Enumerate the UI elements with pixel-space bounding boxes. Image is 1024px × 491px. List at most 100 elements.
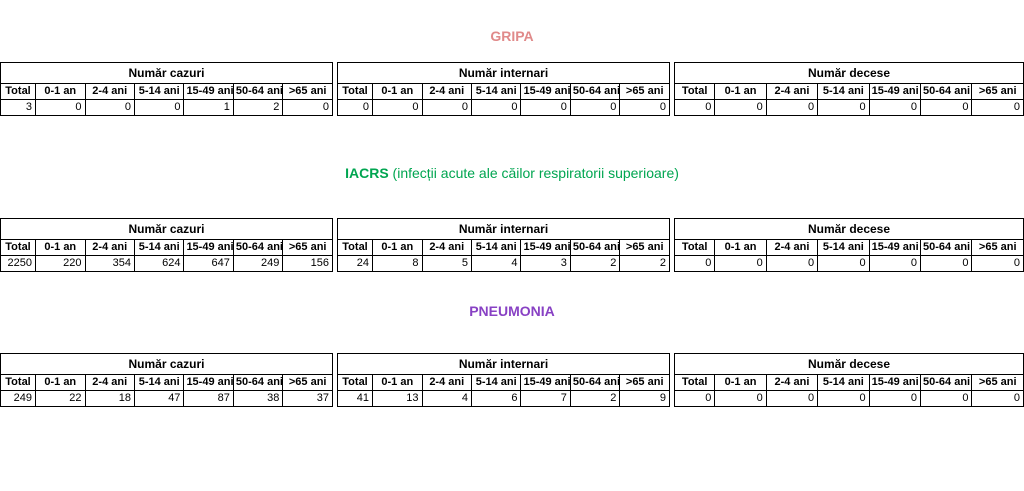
table-pneumonia-decese: Număr decese Total 0-1 an 2-4 ani 5-14 a… xyxy=(673,353,1024,407)
table-row-group-header: Număr decese xyxy=(674,353,1024,375)
cell-total: 0 xyxy=(673,255,716,272)
table-row-column-headers: Total 0-1 an 2-4 ani 5-14 ani 15-49 ani … xyxy=(0,239,333,256)
column-header-age-2-4: 2-4 ani xyxy=(84,83,135,100)
table-iacrs-decese: Număr decese Total 0-1 an 2-4 ani 5-14 a… xyxy=(673,218,1024,272)
table-pneumonia-cazuri: Număr cazuri Total 0-1 an 2-4 ani 5-14 a… xyxy=(0,353,333,407)
cell-age-50-64: 0 xyxy=(920,255,973,272)
table-row-group-header: Număr internari xyxy=(337,218,670,240)
group-header-label: Număr internari xyxy=(337,353,670,375)
column-header-age-15-49: 15-49 ani xyxy=(520,374,571,391)
cell-age-2-4: 0 xyxy=(765,390,819,407)
table-row-column-headers: Total 0-1 an 2-4 ani 5-14 ani 15-49 ani … xyxy=(336,239,670,256)
column-header-total: Total xyxy=(673,239,716,256)
column-header-age-65plus: >65 ani xyxy=(282,374,333,391)
column-header-age-5-14: 5-14 ani xyxy=(470,83,522,100)
table-row: 0 0 0 0 0 0 0 xyxy=(673,255,1024,272)
table-iacrs-cazuri: Număr cazuri Total 0-1 an 2-4 ani 5-14 a… xyxy=(0,218,333,272)
group-header-label: Număr cazuri xyxy=(0,353,333,375)
cell-age-15-49: 7 xyxy=(520,390,571,407)
column-header-age-0-1: 0-1 an xyxy=(35,374,86,391)
cell-total: 41 xyxy=(336,390,374,407)
cell-age-0-1: 0 xyxy=(714,390,767,407)
column-header-total: Total xyxy=(673,83,716,100)
column-header-age-2-4: 2-4 ani xyxy=(421,374,472,391)
cell-age-65plus: 9 xyxy=(619,390,670,407)
cell-total: 0 xyxy=(673,99,716,116)
cell-age-2-4: 354 xyxy=(84,255,135,272)
cell-age-50-64: 2 xyxy=(232,99,284,116)
cell-age-2-4: 0 xyxy=(421,99,472,116)
column-header-age-15-49: 15-49 ani xyxy=(868,83,922,100)
table-row-column-headers: Total 0-1 an 2-4 ani 5-14 ani 15-49 ani … xyxy=(673,83,1024,100)
column-header-age-15-49: 15-49 ani xyxy=(520,239,571,256)
table-pneumonia-internari: Număr internari Total 0-1 an 2-4 ani 5-1… xyxy=(336,353,670,407)
column-header-age-50-64: 50-64 ani xyxy=(569,239,621,256)
column-header-age-2-4: 2-4 ani xyxy=(765,374,819,391)
cell-total: 2250 xyxy=(0,255,37,272)
column-header-age-5-14: 5-14 ani xyxy=(817,83,870,100)
table-group-gripa: Număr cazuri Total 0-1 an 2-4 ani 5-14 a… xyxy=(0,62,1024,116)
cell-age-15-49: 0 xyxy=(868,390,922,407)
column-header-age-65plus: >65 ani xyxy=(971,239,1024,256)
table-row: 249 22 18 47 87 38 37 xyxy=(0,390,333,407)
cell-age-2-4: 0 xyxy=(84,99,135,116)
table-row-column-headers: Total 0-1 an 2-4 ani 5-14 ani 15-49 ani … xyxy=(673,374,1024,391)
column-header-age-5-14: 5-14 ani xyxy=(133,83,185,100)
column-header-age-0-1: 0-1 an xyxy=(372,83,423,100)
column-header-age-2-4: 2-4 ani xyxy=(765,239,819,256)
cell-age-5-14: 0 xyxy=(817,99,870,116)
column-header-age-2-4: 2-4 ani xyxy=(84,374,135,391)
cell-age-5-14: 0 xyxy=(470,99,522,116)
column-header-age-0-1: 0-1 an xyxy=(714,239,767,256)
cell-age-5-14: 4 xyxy=(470,255,522,272)
cell-age-50-64: 0 xyxy=(920,390,973,407)
column-header-age-65plus: >65 ani xyxy=(971,374,1024,391)
table-row: 2250 220 354 624 647 249 156 xyxy=(0,255,333,272)
table-row-group-header: Număr internari xyxy=(337,353,670,375)
cell-age-0-1: 13 xyxy=(372,390,423,407)
column-header-age-0-1: 0-1 an xyxy=(714,374,767,391)
table-gripa-cazuri: Număr cazuri Total 0-1 an 2-4 ani 5-14 a… xyxy=(0,62,333,116)
cell-age-15-49: 0 xyxy=(868,255,922,272)
cell-age-15-49: 647 xyxy=(183,255,234,272)
section-title-pneumonia: PNEUMONIA xyxy=(0,303,1024,319)
table-row-column-headers: Total 0-1 an 2-4 ani 5-14 ani 15-49 ani … xyxy=(336,83,670,100)
column-header-age-0-1: 0-1 an xyxy=(372,374,423,391)
column-header-age-2-4: 2-4 ani xyxy=(421,83,472,100)
column-header-total: Total xyxy=(336,239,374,256)
column-header-age-65plus: >65 ani xyxy=(971,83,1024,100)
cell-age-15-49: 0 xyxy=(520,99,571,116)
column-header-age-5-14: 5-14 ani xyxy=(817,374,870,391)
section-title-iacrs: IACRS (infecții acute ale căilor respira… xyxy=(0,165,1024,181)
group-header-label: Număr internari xyxy=(337,62,670,84)
table-row-column-headers: Total 0-1 an 2-4 ani 5-14 ani 15-49 ani … xyxy=(336,374,670,391)
cell-age-65plus: 0 xyxy=(971,390,1024,407)
table-row-group-header: Număr decese xyxy=(674,218,1024,240)
table-row-group-header: Număr cazuri xyxy=(0,218,333,240)
cell-age-5-14: 47 xyxy=(133,390,185,407)
table-row-column-headers: Total 0-1 an 2-4 ani 5-14 ani 15-49 ani … xyxy=(0,374,333,391)
cell-total: 3 xyxy=(0,99,37,116)
cell-age-0-1: 220 xyxy=(35,255,86,272)
cell-age-65plus: 0 xyxy=(971,255,1024,272)
cell-age-50-64: 0 xyxy=(920,99,973,116)
column-header-total: Total xyxy=(673,374,716,391)
column-header-age-50-64: 50-64 ani xyxy=(232,83,284,100)
column-header-age-50-64: 50-64 ani xyxy=(920,83,973,100)
group-header-label: Număr cazuri xyxy=(0,62,333,84)
column-header-age-50-64: 50-64 ani xyxy=(920,374,973,391)
column-header-age-0-1: 0-1 an xyxy=(714,83,767,100)
cell-age-0-1: 0 xyxy=(714,99,767,116)
cell-age-50-64: 0 xyxy=(569,99,621,116)
group-header-label: Număr decese xyxy=(674,218,1024,240)
column-header-age-2-4: 2-4 ani xyxy=(84,239,135,256)
column-header-age-0-1: 0-1 an xyxy=(372,239,423,256)
cell-age-2-4: 4 xyxy=(421,390,472,407)
cell-age-5-14: 624 xyxy=(133,255,185,272)
column-header-age-15-49: 15-49 ani xyxy=(520,83,571,100)
cell-age-50-64: 2 xyxy=(569,390,621,407)
cell-age-0-1: 0 xyxy=(714,255,767,272)
cell-age-2-4: 0 xyxy=(765,99,819,116)
cell-age-0-1: 0 xyxy=(372,99,423,116)
